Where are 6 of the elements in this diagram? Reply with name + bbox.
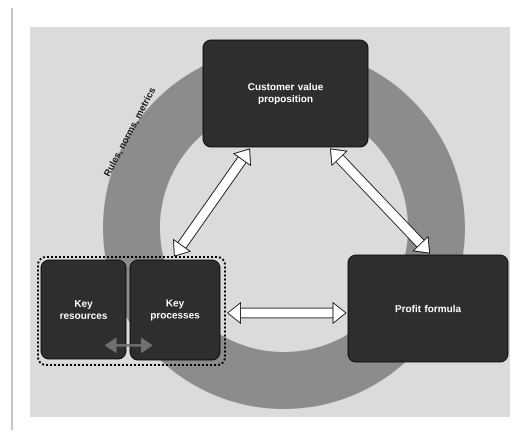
hollow-double-arrow bbox=[330, 148, 430, 254]
block-box: Key resources bbox=[40, 260, 126, 360]
dotted-group-box bbox=[37, 256, 226, 366]
block-box: Customer value proposition bbox=[202, 40, 368, 148]
block-box: Profit formula bbox=[348, 254, 508, 362]
block-box: Key processes bbox=[130, 260, 220, 360]
